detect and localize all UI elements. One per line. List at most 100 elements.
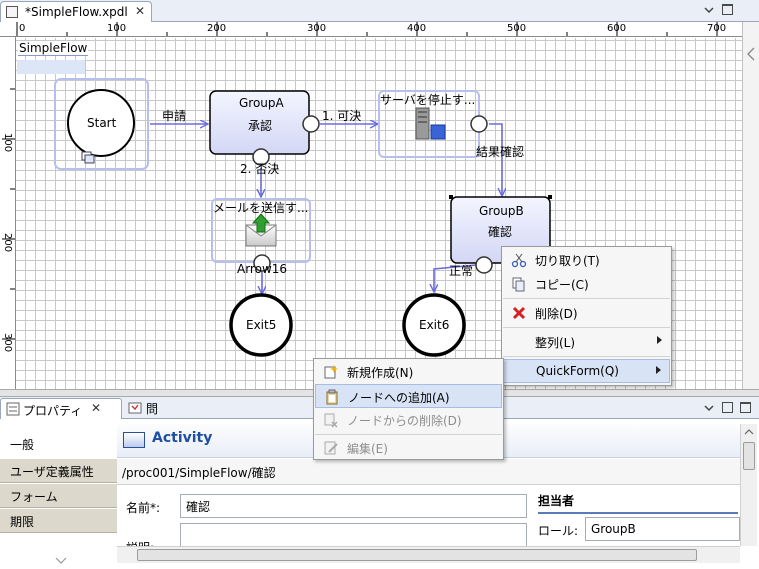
- maximize-icon[interactable]: [722, 4, 733, 15]
- menu-separator: [315, 434, 502, 435]
- ruler-label: 100: [107, 23, 127, 34]
- menu-item-label: ノードからの削除(D): [347, 414, 462, 428]
- scroll-up-icon[interactable]: [744, 428, 754, 436]
- start-node[interactable]: [54, 78, 149, 170]
- minimize-icon[interactable]: [704, 5, 714, 15]
- side-tab-form[interactable]: フォーム: [0, 484, 117, 508]
- palette-toggle[interactable]: [742, 22, 759, 390]
- menu-item-label: ノードへの追加(A): [348, 391, 450, 405]
- mail-send-activity[interactable]: [211, 198, 311, 272]
- scrollbar-thumb[interactable]: [743, 442, 755, 470]
- new-form-icon: [324, 365, 338, 379]
- properties-side-tabs: 一般 ユーザ定義属性 フォーム 期限: [0, 432, 117, 569]
- ruler-label: 400: [407, 23, 427, 34]
- group-b-name: GroupB: [479, 204, 524, 218]
- menu-item-label: コピー(C): [535, 278, 589, 292]
- properties-title: Activity: [152, 430, 213, 446]
- maximize-icon[interactable]: [740, 402, 751, 413]
- group-a-activity-name: 承認: [248, 119, 273, 133]
- role-field[interactable]: [585, 517, 740, 541]
- properties-form: 名前*: 説明: 担当者 ロール:: [117, 486, 740, 555]
- edge-result-confirm[interactable]: [489, 123, 502, 196]
- menu-separator: [503, 327, 670, 328]
- ruler-label: 300: [307, 23, 327, 34]
- scissors-icon: [511, 253, 527, 268]
- submenu-item-edit[interactable]: 編集(E): [315, 436, 502, 460]
- name-field[interactable]: [180, 494, 527, 518]
- activity-icon: [123, 432, 145, 448]
- edge-label-reject: 2. 否決: [240, 162, 280, 176]
- ruler-label: 600: [607, 23, 627, 34]
- menu-item-quickform[interactable]: QuickForm(Q): [503, 359, 670, 383]
- menu-item-align[interactable]: 整列(L): [503, 330, 670, 354]
- close-icon[interactable]: ✕: [91, 401, 102, 415]
- submenu-item-remove-from-node[interactable]: ノードからの削除(D): [315, 408, 502, 432]
- menu-item-copy[interactable]: コピー(C): [503, 272, 670, 296]
- horizontal-ruler: 0 100 200 300 400 500 600 700: [0, 22, 742, 37]
- ruler-label: 0: [19, 23, 26, 34]
- workflow-diagram: [54, 78, 552, 357]
- menu-item-delete[interactable]: 削除(D): [503, 301, 670, 325]
- restore-icon[interactable]: [722, 402, 733, 413]
- edge-label-normal: 正常: [449, 264, 474, 278]
- properties-horizontal-scrollbar[interactable]: [117, 546, 740, 563]
- edge-label-result-confirm: 結果確認: [476, 145, 525, 159]
- menu-item-cut[interactable]: 切り取り(T): [503, 248, 670, 272]
- pool-strip: [17, 60, 85, 74]
- context-menu: 切り取り(T) コピー(C) 削除(D) 整列(L) QuickForm(Q): [501, 246, 672, 386]
- quickform-submenu: 新規作成(N) ノードへの追加(A) ノードからの削除(D) 編集(E): [313, 358, 504, 460]
- menu-item-label: 新規作成(N): [347, 366, 414, 380]
- pool-name: SimpleFlow: [18, 41, 89, 56]
- diagram-file-icon: [6, 6, 18, 18]
- assignee-header: 担当者: [538, 494, 575, 508]
- properties-icon: [6, 402, 20, 416]
- editor-tab-bar: *SimpleFlow.xpdl ✕: [0, 0, 759, 22]
- menu-item-label: 切り取り(T): [535, 254, 600, 268]
- name-label: 名前*:: [126, 501, 161, 515]
- element-path-row: /proc001/SimpleFlow/確認: [117, 459, 740, 485]
- vertical-ruler: 100 200 300: [0, 37, 16, 390]
- submenu-arrow-icon: [656, 366, 661, 374]
- tab-properties[interactable]: プロパティ ✕: [0, 398, 122, 419]
- element-path: /proc001/SimpleFlow/確認: [122, 466, 276, 480]
- collapse-arrow-icon[interactable]: [746, 47, 758, 61]
- exit5-label: Exit5: [246, 318, 277, 332]
- group-a-activity[interactable]: [209, 90, 320, 166]
- server-stop-activity[interactable]: [378, 90, 488, 158]
- scroll-down-icon[interactable]: [55, 557, 67, 565]
- server-stop-label: サーバを停止す...: [380, 93, 476, 107]
- submenu-item-new[interactable]: 新規作成(N): [315, 360, 502, 384]
- minimize-icon[interactable]: [704, 403, 714, 413]
- group-a-name: GroupA: [239, 96, 284, 110]
- ruler-label: 500: [507, 23, 527, 34]
- side-tab-deadline[interactable]: 期限: [0, 509, 117, 533]
- editor-tab-title: *SimpleFlow.xpdl: [25, 5, 128, 19]
- side-tab-user-attributes[interactable]: ユーザ定義属性: [0, 459, 117, 483]
- menu-separator: [503, 356, 670, 357]
- submenu-item-add-to-node[interactable]: ノードへの追加(A): [315, 384, 502, 408]
- role-label: ロール:: [538, 524, 579, 538]
- copy-icon: [512, 277, 525, 292]
- submenu-arrow-icon: [657, 336, 662, 344]
- assignee-divider: [538, 512, 738, 514]
- close-icon[interactable]: ✕: [135, 4, 146, 18]
- edge-normal[interactable]: [434, 264, 477, 292]
- exit6-label: Exit6: [419, 318, 450, 332]
- edit-icon: [324, 441, 338, 455]
- pool-label[interactable]: SimpleFlow: [17, 40, 89, 74]
- edge-label-approve: 1. 可決: [322, 109, 362, 123]
- exit5-node[interactable]: [229, 293, 293, 357]
- clipboard-add-icon: [326, 389, 338, 405]
- ruler-label: 700: [707, 23, 727, 34]
- ruler-label: 200: [207, 23, 227, 34]
- properties-vertical-scrollbar[interactable]: [740, 424, 757, 546]
- exit6-node[interactable]: [402, 293, 466, 357]
- start-label: Start: [87, 116, 117, 130]
- scrollbar-thumb[interactable]: [137, 549, 697, 561]
- remove-icon: [324, 413, 338, 428]
- issues-icon: [128, 402, 142, 414]
- editor-tab[interactable]: *SimpleFlow.xpdl ✕: [0, 1, 152, 22]
- menu-separator: [503, 298, 670, 299]
- group-b-activity-name: 確認: [488, 225, 513, 239]
- side-tab-general[interactable]: 一般: [0, 432, 117, 456]
